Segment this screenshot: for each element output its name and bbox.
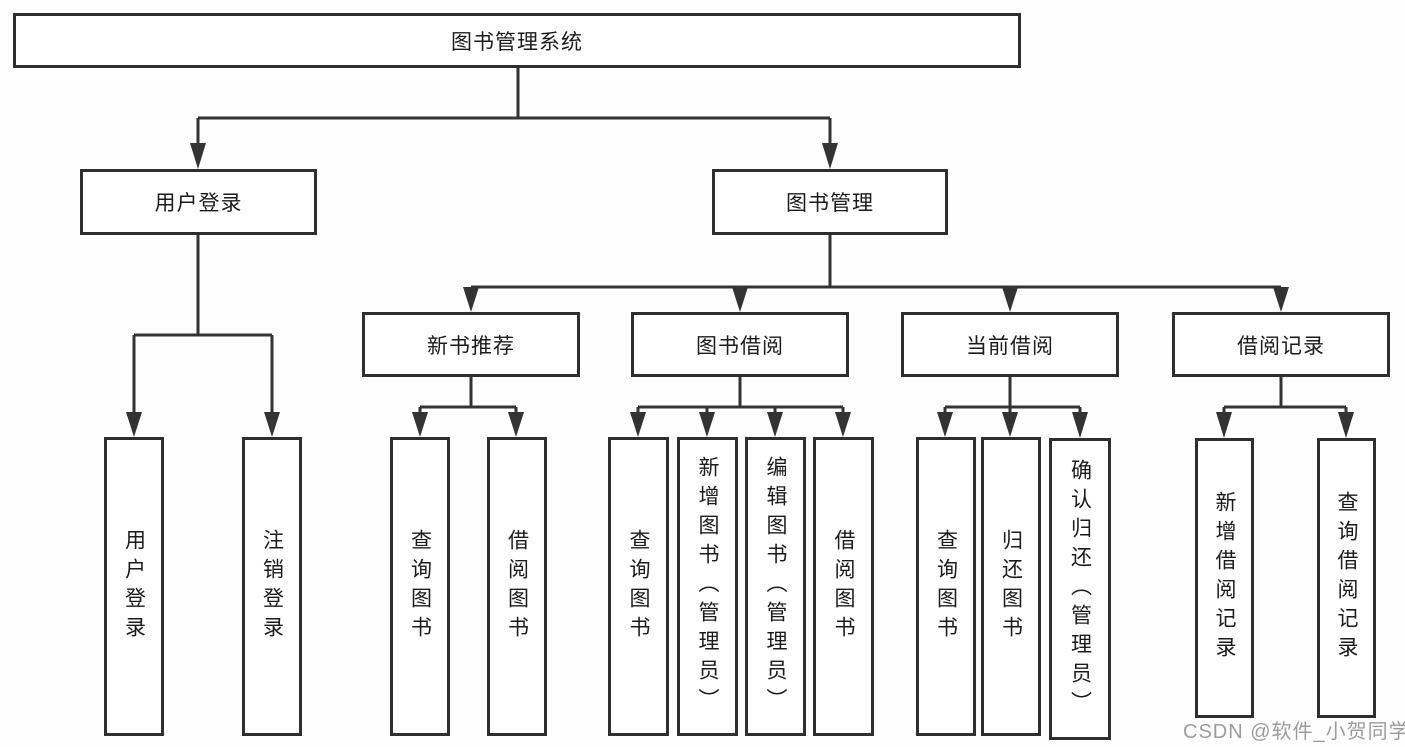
leaf-return-books: 归还图书 (981, 437, 1041, 736)
leaf-borrow-books-recommend: 借阅图书 (487, 437, 547, 736)
leaf-borrow-books-2-label: 借阅图书 (832, 528, 855, 645)
leaf-logout: 注销登录 (242, 437, 302, 736)
leaf-add-book-admin-label: 新增图书（管理员） (696, 456, 719, 717)
leaf-logout-label: 注销登录 (260, 528, 284, 645)
watermark: CSDN @软件_小贺同学 (1183, 721, 1405, 743)
node-borrow-records-label: 借阅记录 (1237, 334, 1325, 358)
leaf-query-borrow-record: 查询借阅记录 (1317, 438, 1376, 718)
node-new-book-recommend: 新书推荐 (362, 312, 580, 377)
leaf-confirm-return-admin-label: 确认归还（管理员） (1068, 458, 1092, 720)
node-user-login-label: 用户登录 (154, 192, 243, 215)
leaf-edit-book-admin: 编辑图书（管理员） (745, 437, 806, 736)
leaf-edit-book-admin-label: 编辑图书（管理员） (764, 456, 787, 717)
node-book-borrow: 图书借阅 (631, 312, 849, 377)
node-new-book-recommend-label: 新书推荐 (427, 334, 515, 358)
leaf-query-books-recommend-label: 查询图书 (408, 528, 432, 645)
node-borrow-records: 借阅记录 (1172, 312, 1390, 377)
leaf-query-books-borrow-label: 查询图书 (627, 528, 650, 645)
leaf-user-login: 用户登录 (104, 437, 164, 736)
node-book-management: 图书管理 (712, 169, 948, 235)
leaf-query-books-current-label: 查询图书 (934, 528, 958, 645)
leaf-borrow-books-recommend-label: 借阅图书 (505, 528, 529, 645)
leaf-add-borrow-record-label: 新增借阅记录 (1213, 491, 1236, 665)
node-book-management-label: 图书管理 (786, 192, 874, 215)
node-user-login: 用户登录 (80, 169, 317, 235)
leaf-return-books-label: 归还图书 (999, 528, 1023, 645)
node-current-borrow: 当前借阅 (901, 312, 1119, 377)
node-root: 图书管理系统 (13, 13, 1021, 68)
leaf-query-books-borrow: 查询图书 (608, 437, 669, 736)
leaf-add-book-admin: 新增图书（管理员） (677, 437, 738, 736)
leaf-query-books-recommend: 查询图书 (390, 437, 450, 736)
node-current-borrow-label: 当前借阅 (966, 334, 1054, 358)
leaf-query-books-current: 查询图书 (916, 437, 976, 736)
node-root-label: 图书管理系统 (451, 30, 583, 54)
leaf-confirm-return-admin: 确认归还（管理员） (1049, 438, 1111, 740)
leaf-query-borrow-record-label: 查询借阅记录 (1335, 491, 1358, 665)
node-book-borrow-label: 图书借阅 (696, 334, 784, 358)
leaf-add-borrow-record: 新增借阅记录 (1195, 438, 1254, 718)
leaf-user-login-label: 用户登录 (122, 528, 146, 645)
leaf-borrow-books-2: 借阅图书 (813, 437, 874, 736)
